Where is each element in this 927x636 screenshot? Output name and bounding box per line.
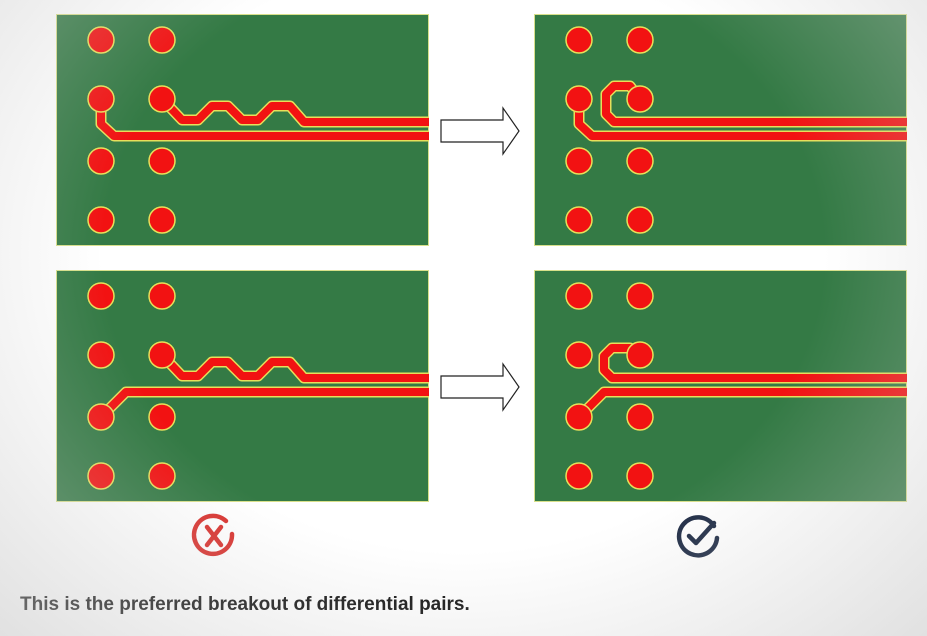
right-arrow-icon (440, 106, 520, 156)
pcb-board (56, 270, 429, 502)
pcb-diagram-bottom-right (534, 270, 907, 502)
right-arrow-icon (440, 362, 520, 412)
pcb-board (534, 270, 907, 502)
pcb-diagram-top-left (56, 14, 429, 246)
x-circle-icon (191, 513, 235, 557)
pcb-diagram-bottom-left (56, 270, 429, 502)
pcb-diagram-top-right (534, 14, 907, 246)
check-circle-icon (676, 515, 720, 558)
caption-text: This is the preferred breakout of differ… (20, 594, 470, 615)
